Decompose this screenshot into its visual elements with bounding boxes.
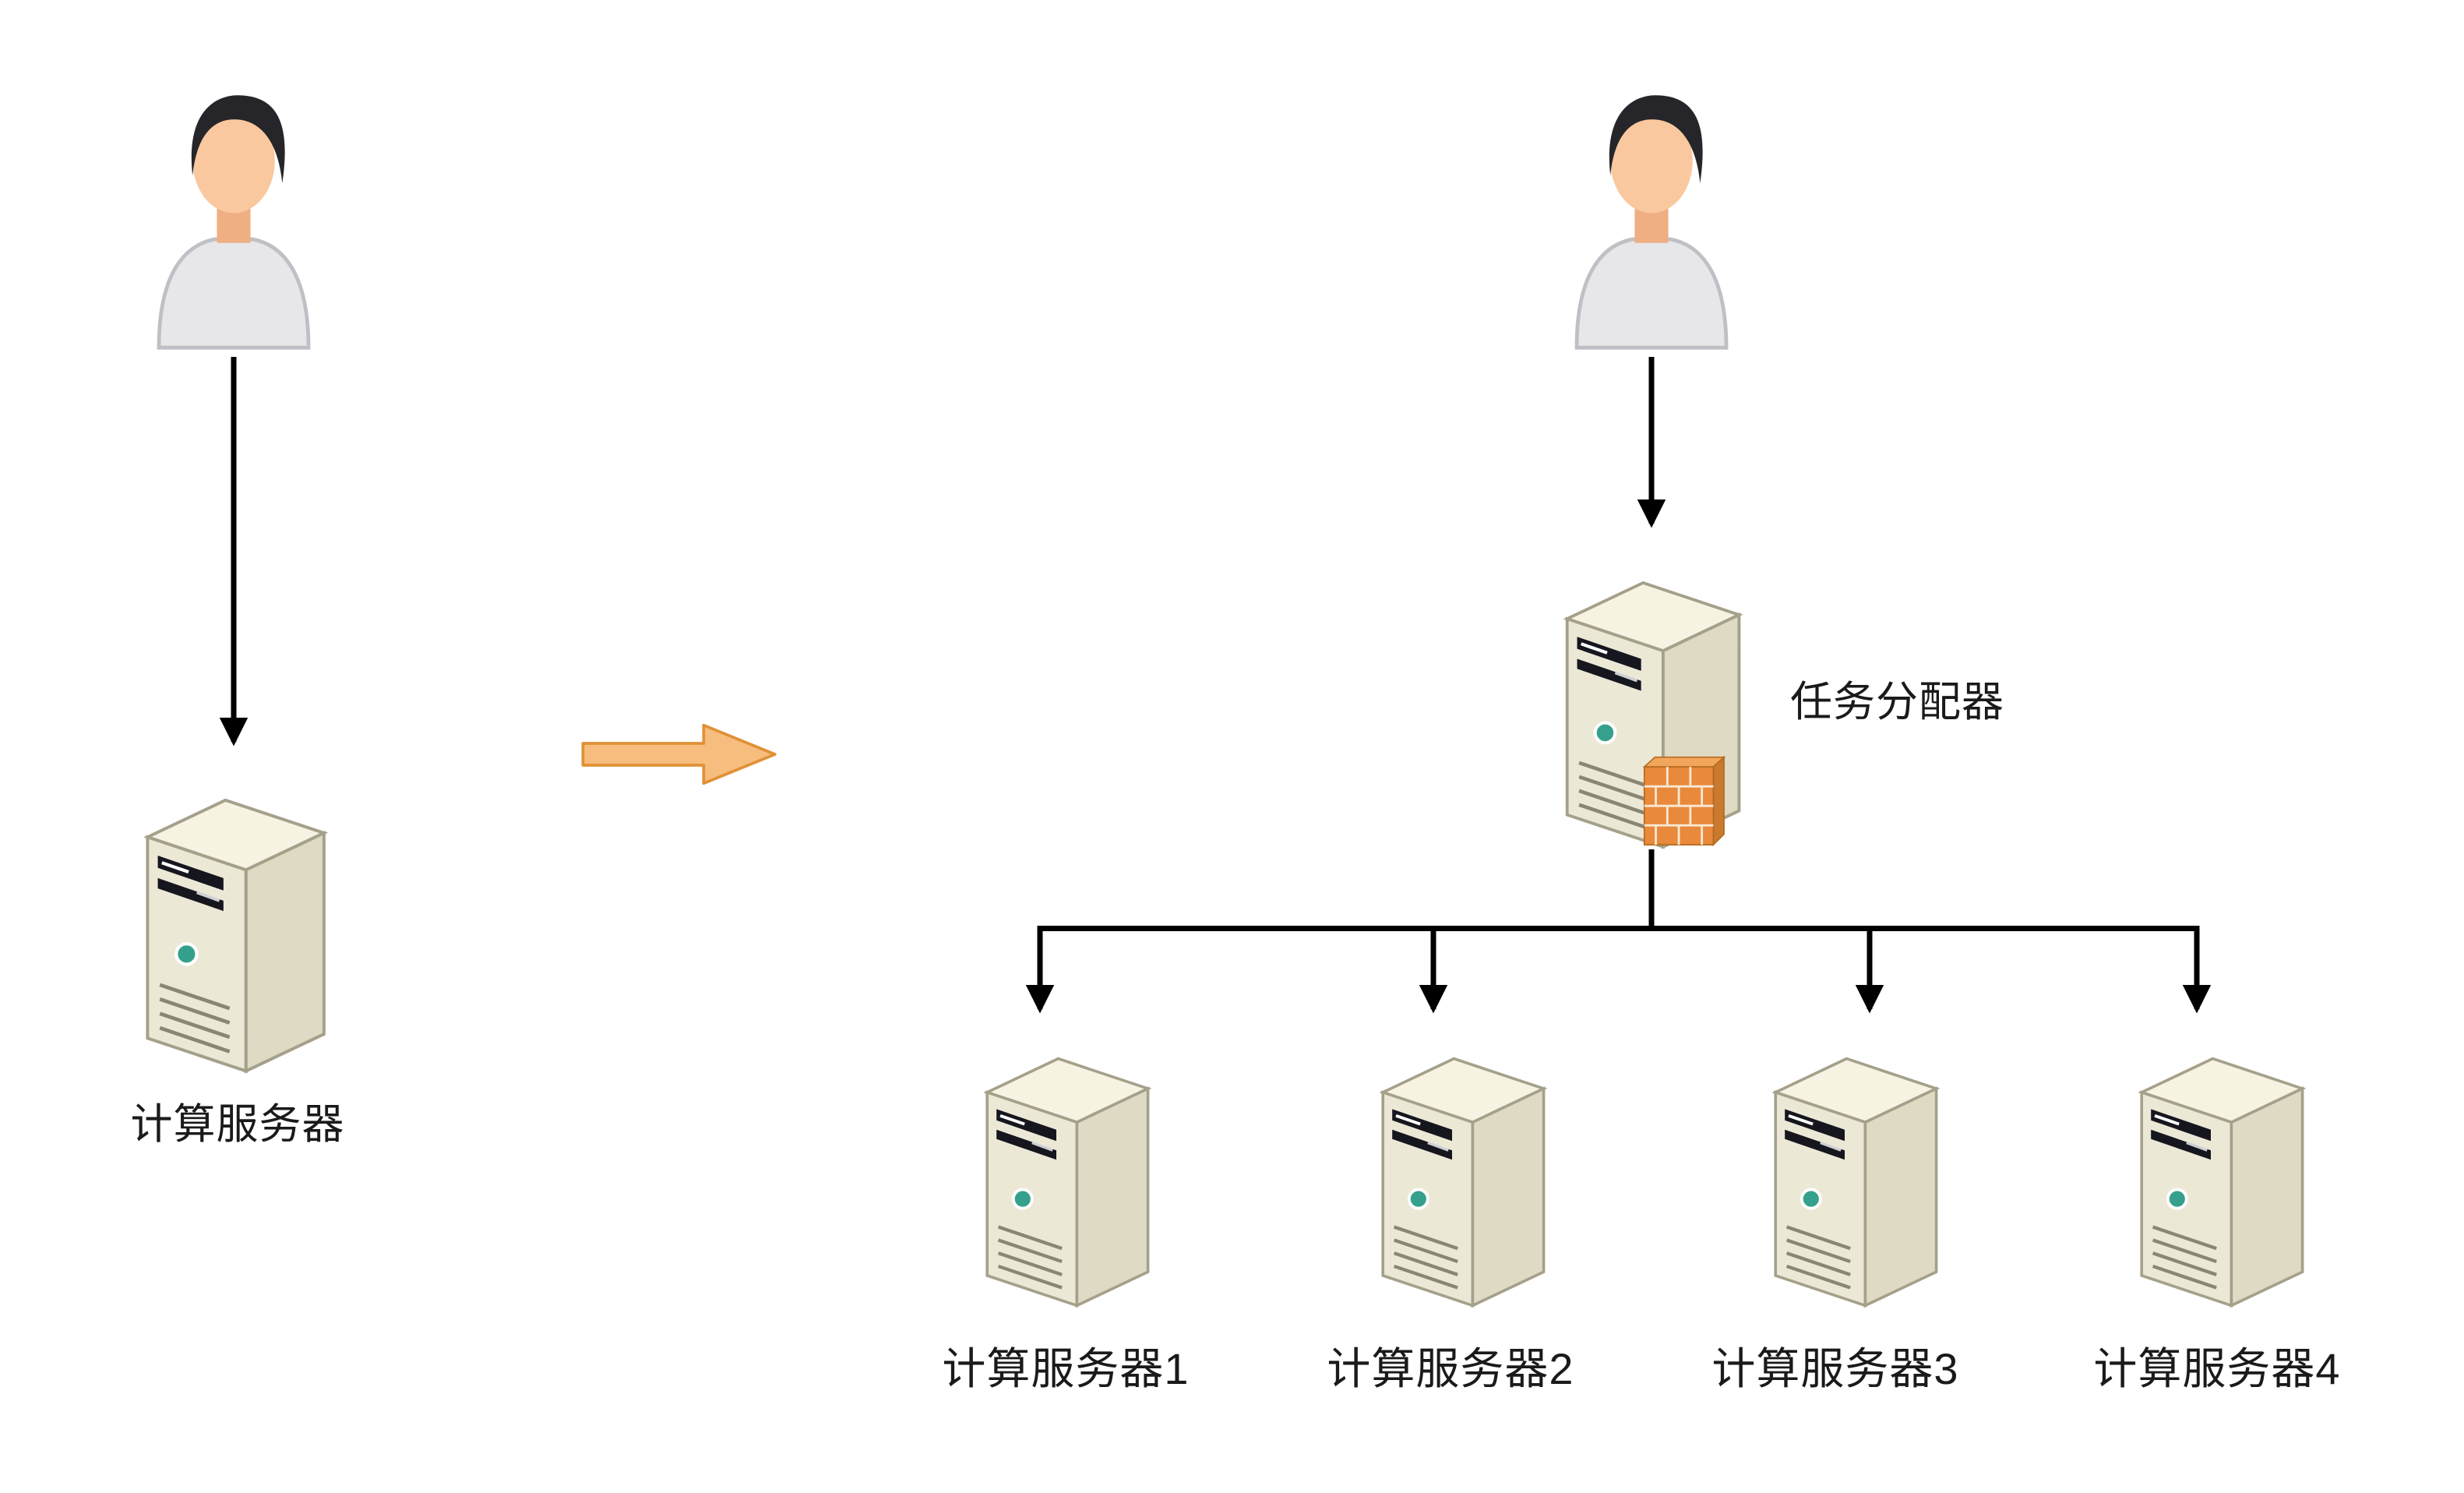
- user-icon: [140, 90, 327, 351]
- user-icon: [1558, 90, 1745, 351]
- compute-server-1-label: 计算服务器1: [942, 1344, 1190, 1393]
- right-block-arrow-icon: [573, 722, 787, 787]
- compute-server-3-label: 计算服务器3: [1711, 1344, 1959, 1393]
- compute-server-4-label: 计算服务器4: [2093, 1344, 2341, 1393]
- server-icon: [2123, 1032, 2318, 1313]
- single-server-label: 计算服务器: [130, 1101, 345, 1148]
- server-icon: [1757, 1032, 1951, 1313]
- server-icon: [1364, 1032, 1559, 1313]
- firewall-icon: [1636, 753, 1727, 850]
- server-icon: [968, 1032, 1163, 1313]
- dispatcher-label: 任务分配器: [1790, 679, 2004, 725]
- server-icon: [129, 771, 339, 1079]
- compute-server-2-label: 计算服务器2: [1327, 1344, 1574, 1393]
